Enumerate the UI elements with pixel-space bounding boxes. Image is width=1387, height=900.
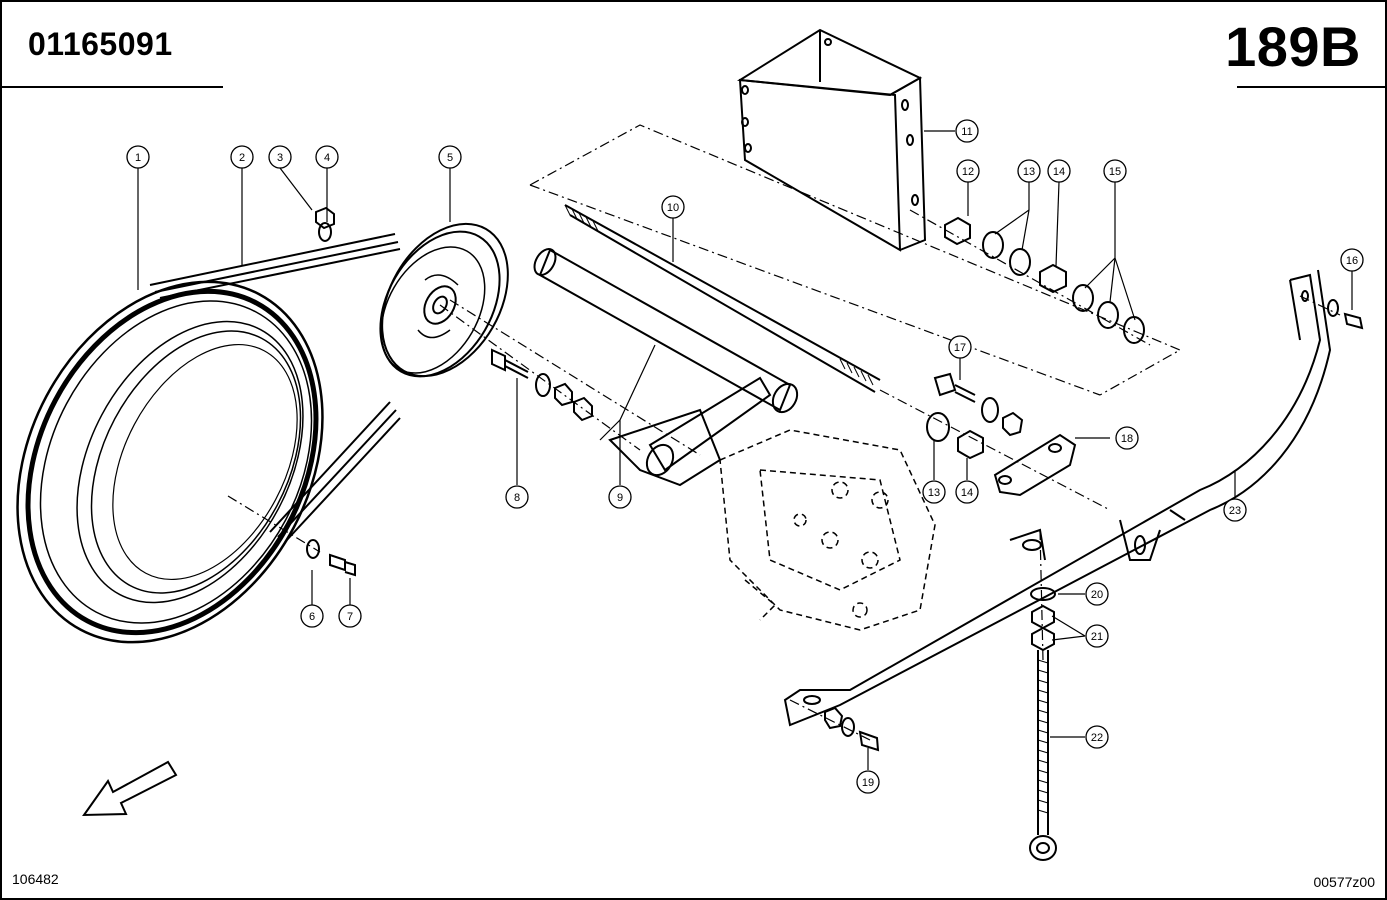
callout-label: 20 bbox=[1091, 589, 1103, 601]
callout-label: 13 bbox=[1023, 166, 1035, 178]
callout-18: 18 bbox=[1115, 426, 1139, 450]
drawing-reference-right: 00577z00 bbox=[1313, 874, 1375, 890]
leader-lines bbox=[137, 130, 1353, 770]
callout-label: 14 bbox=[1053, 166, 1065, 178]
callout-15: 15 bbox=[1103, 159, 1127, 183]
callout-8: 8 bbox=[505, 485, 529, 509]
tensioner-arm bbox=[533, 248, 799, 487]
callout-1: 1 bbox=[126, 145, 150, 169]
callout-label: 8 bbox=[514, 492, 520, 504]
hardware bbox=[306, 206, 1364, 752]
threaded-rod bbox=[564, 204, 881, 393]
drawing-reference-left: 106482 bbox=[12, 871, 59, 887]
eye-bolt bbox=[1029, 650, 1057, 861]
callout-9: 9 bbox=[608, 485, 632, 509]
callout-label: 15 bbox=[1109, 166, 1121, 178]
callout-label: 23 bbox=[1229, 505, 1241, 517]
callout-label: 1 bbox=[135, 152, 141, 164]
support-frame bbox=[783, 269, 1332, 727]
callout-20: 20 bbox=[1085, 582, 1109, 606]
arrow-down-left-icon bbox=[82, 760, 178, 817]
callout-17: 17 bbox=[948, 335, 972, 359]
callout-label: 4 bbox=[324, 152, 330, 164]
callout-label: 10 bbox=[667, 202, 679, 214]
callout-label: 13 bbox=[928, 487, 940, 499]
callout-22: 22 bbox=[1085, 725, 1109, 749]
callout-6: 6 bbox=[300, 604, 324, 628]
pump-outline bbox=[719, 429, 936, 631]
callout-21: 21 bbox=[1085, 624, 1109, 648]
callout-label: 3 bbox=[277, 152, 283, 164]
callout-label: 9 bbox=[617, 492, 623, 504]
callout-label: 17 bbox=[954, 342, 966, 354]
callout-13: 13 bbox=[922, 480, 946, 504]
callout-12: 12 bbox=[956, 159, 980, 183]
belt-ring bbox=[16, 280, 324, 644]
callout-10: 10 bbox=[661, 195, 685, 219]
callout-label: 6 bbox=[309, 611, 315, 623]
callout-13: 13 bbox=[1017, 159, 1041, 183]
callout-label: 19 bbox=[862, 777, 874, 789]
callout-label: 2 bbox=[239, 152, 245, 164]
callout-14: 14 bbox=[1047, 159, 1071, 183]
callout-label: 21 bbox=[1091, 631, 1103, 643]
callout-11: 11 bbox=[955, 119, 979, 143]
adjust-plate bbox=[993, 433, 1077, 497]
callout-14: 14 bbox=[955, 480, 979, 504]
assembly-lines bbox=[227, 124, 1341, 741]
callout-3: 3 bbox=[268, 145, 292, 169]
v-belt bbox=[149, 233, 401, 543]
callout-16: 16 bbox=[1340, 248, 1364, 272]
part-number: 01165091 bbox=[28, 26, 173, 62]
callout-23: 23 bbox=[1223, 498, 1247, 522]
page-number: 189B bbox=[1225, 15, 1361, 78]
callout-2: 2 bbox=[230, 145, 254, 169]
callout-label: 16 bbox=[1346, 255, 1358, 267]
callout-7: 7 bbox=[338, 604, 362, 628]
callout-4: 4 bbox=[315, 145, 339, 169]
callout-19: 19 bbox=[856, 770, 880, 794]
callout-5: 5 bbox=[438, 145, 462, 169]
pulley bbox=[379, 222, 509, 378]
callout-label: 14 bbox=[961, 487, 973, 499]
callout-label: 7 bbox=[347, 611, 353, 623]
callout-label: 11 bbox=[961, 126, 972, 138]
callout-label: 12 bbox=[962, 166, 974, 178]
mounting-bracket bbox=[736, 28, 927, 252]
callout-label: 18 bbox=[1121, 433, 1133, 445]
callout-label: 5 bbox=[447, 152, 453, 164]
callout-label: 22 bbox=[1091, 732, 1103, 744]
